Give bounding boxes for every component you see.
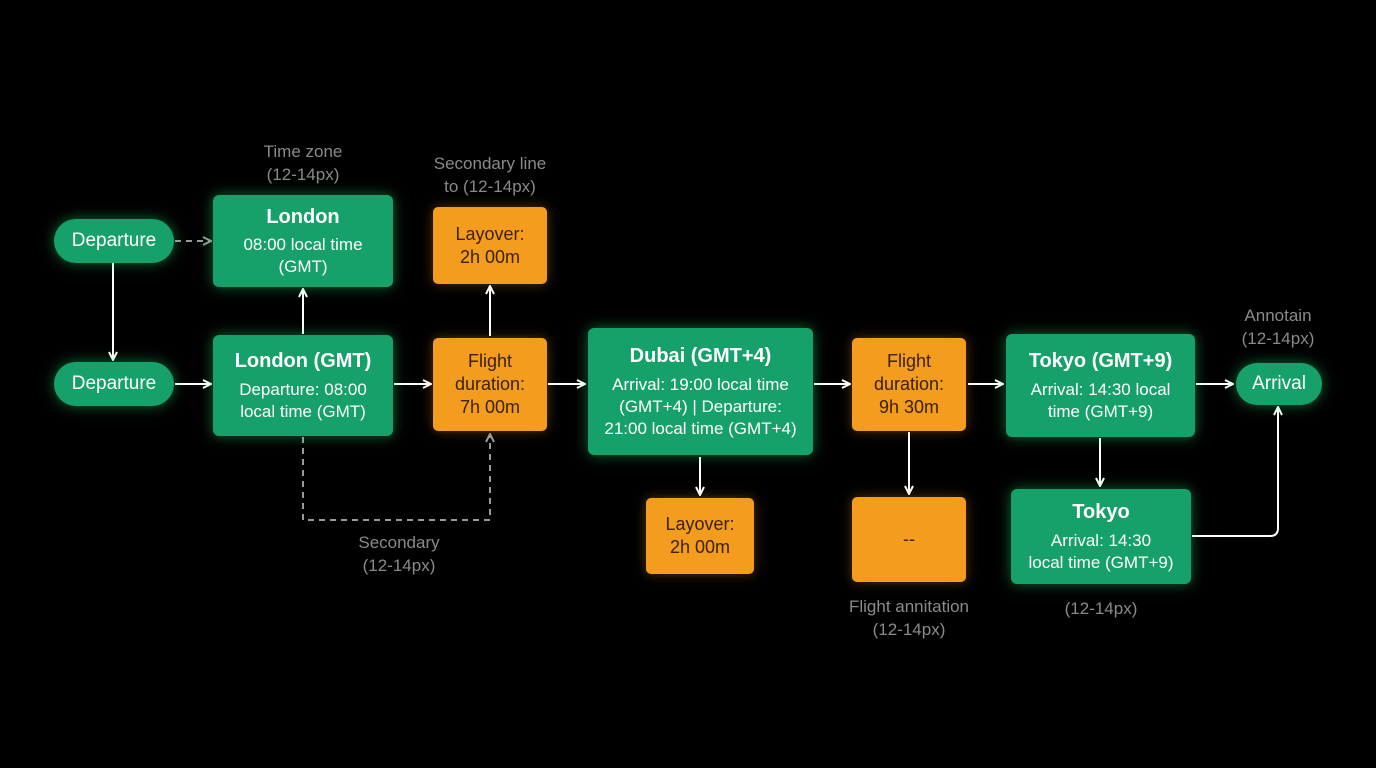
annotation-secondary-line1: Secondary xyxy=(358,533,440,552)
tokyo-bottom-title: Tokyo xyxy=(1072,500,1130,523)
flight-duration-2-node[interactable]: Flight duration: 9h 30m xyxy=(852,338,966,431)
layover-bottom-node[interactable]: Layover: 2h 00m xyxy=(646,498,754,574)
departure-top-label: Departure xyxy=(71,230,157,251)
layover-bottom-line2: 2h 00m xyxy=(669,537,731,557)
dubai-line3: 21:00 local time (GMT+4) xyxy=(604,418,797,438)
arrival-label: Arrival xyxy=(1252,373,1306,394)
dubai-node[interactable]: Dubai (GMT+4) Arrival: 19:00 local time … xyxy=(588,328,813,455)
tokyo-main-line1: Arrival: 14:30 local xyxy=(1030,379,1171,399)
london-main-line2: local time (GMT) xyxy=(240,401,366,421)
london-main-line1: Departure: 08:00 xyxy=(239,379,367,399)
annotation-time-zone-line2: (12-14px) xyxy=(266,165,340,184)
tokyo-bottom-line1: Arrival: 14:30 xyxy=(1050,530,1152,550)
dubai-title: Dubai (GMT+4) xyxy=(629,344,772,367)
annotation-flight-line1: Flight annitation xyxy=(848,597,970,616)
london-top-line1: 08:00 local time xyxy=(243,234,363,254)
layover-top-node[interactable]: Layover: 2h 00m xyxy=(433,207,547,284)
london-main-title: London (GMT) xyxy=(234,349,372,372)
layover-top-line1: Layover: xyxy=(455,223,525,244)
layover-bottom-line1: Layover: xyxy=(665,514,735,534)
departure-main-node[interactable]: Departure xyxy=(54,362,174,406)
annotation-time-zone-line1: Time zone xyxy=(263,142,343,161)
annotation-annotain-line1: Annotain xyxy=(1244,306,1312,325)
layover-top-line2: 2h 00m xyxy=(459,246,521,267)
annotation-tokyo-line1: (12-14px) xyxy=(1064,599,1138,618)
arrow-tokyo-bottom-to-arrival xyxy=(1192,407,1278,537)
flight2-line1: Flight xyxy=(886,351,931,371)
departure-top-node[interactable]: Departure xyxy=(54,219,174,263)
tokyo-main-node[interactable]: Tokyo (GMT+9) Arrival: 14:30 local time … xyxy=(1006,334,1195,437)
dashed-arrow-london-to-flight1 xyxy=(302,434,490,521)
annotation-annotain-line2: (12-14px) xyxy=(1241,329,1315,348)
annotation-tokyo: (12-14px) xyxy=(1065,597,1138,620)
annotation-secondary-line: Secondary line to (12-14px) xyxy=(434,152,546,198)
annotation-annotain: Annotain (12-14px) xyxy=(1242,304,1315,350)
london-main-node[interactable]: London (GMT) Departure: 08:00 local time… xyxy=(213,335,393,436)
dubai-line2: (GMT+4) | Departure: xyxy=(619,396,782,416)
tokyo-bottom-node[interactable]: Tokyo Arrival: 14:30 local time (GMT+9) xyxy=(1011,489,1191,584)
flight1-line1: Flight xyxy=(467,351,512,371)
dubai-line1: Arrival: 19:00 local time xyxy=(612,374,789,394)
tokyo-main-title: Tokyo (GMT+9) xyxy=(1028,349,1173,372)
london-top-line2: (GMT) xyxy=(278,256,328,276)
flight2-line2: duration: xyxy=(873,374,945,394)
annotation-flight-line2: (12-14px) xyxy=(872,620,946,639)
arrival-node[interactable]: Arrival xyxy=(1236,363,1322,405)
flight-duration-1-node[interactable]: Flight duration: 7h 00m xyxy=(433,338,547,431)
annotation-secondary-line-line1: Secondary line xyxy=(433,154,547,173)
london-top-node[interactable]: London 08:00 local time (GMT) xyxy=(213,195,393,287)
annotation-time-zone: Time zone (12-14px) xyxy=(264,140,343,186)
placeholder-node[interactable]: -- xyxy=(852,497,966,582)
placeholder-label: -- xyxy=(903,529,915,549)
annotation-secondary: Secondary (12-14px) xyxy=(358,531,439,577)
tokyo-bottom-line2: local time (GMT+9) xyxy=(1028,552,1174,572)
flight1-line3: 7h 00m xyxy=(459,397,521,417)
annotation-secondary-line2: (12-14px) xyxy=(362,556,436,575)
london-top-title: London xyxy=(266,205,340,228)
flight1-line2: duration: xyxy=(454,374,526,394)
departure-main-label: Departure xyxy=(71,373,157,394)
annotation-flight: Flight annitation (12-14px) xyxy=(849,595,969,641)
tokyo-main-line2: time (GMT+9) xyxy=(1047,401,1154,421)
flight2-line3: 9h 30m xyxy=(878,397,940,417)
annotation-secondary-line-line2: to (12-14px) xyxy=(444,177,536,196)
